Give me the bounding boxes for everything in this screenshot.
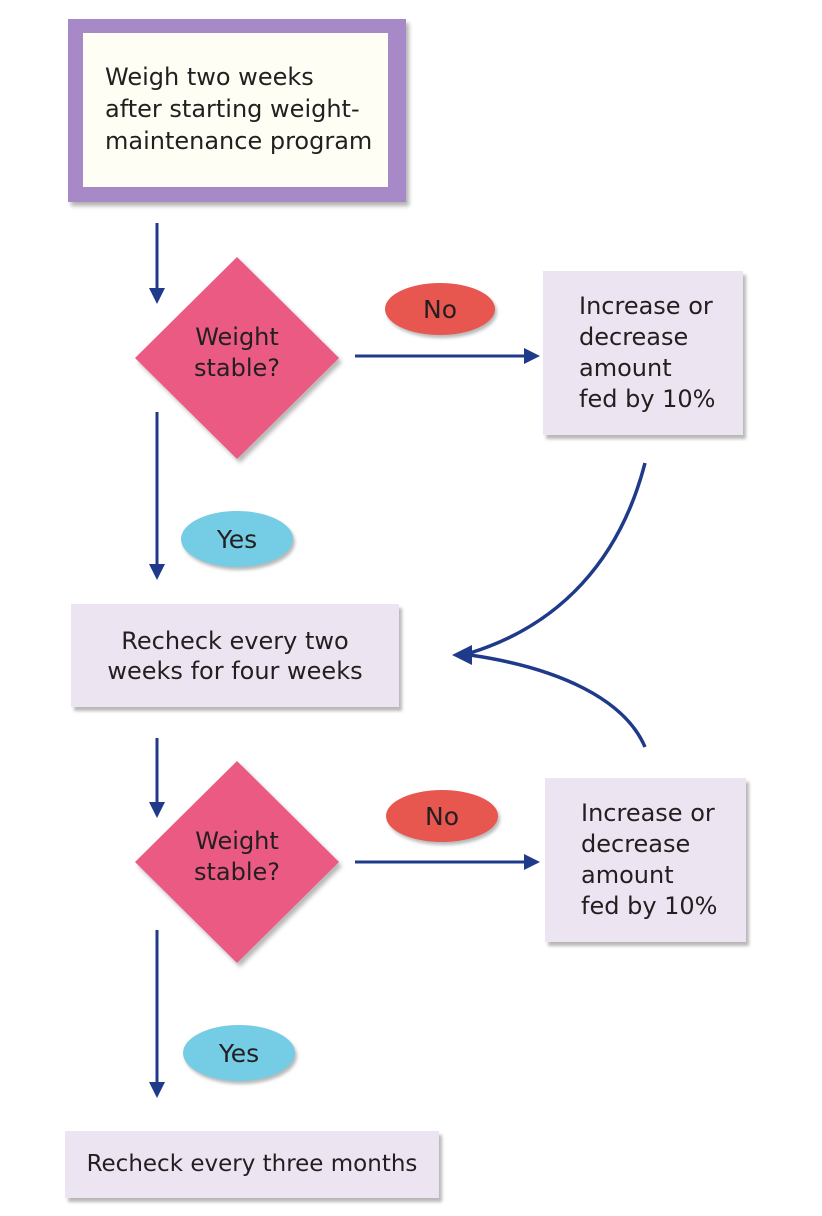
yes-pill-2-label: Yes [218,1038,260,1068]
start-box-inner: Weigh two weeks after starting weight- m… [83,33,388,187]
no-pill-2: No [386,790,498,842]
recheck-two-weeks-box: Recheck every two weeks for four weeks [71,604,399,707]
adjust-box-2: Increase or decrease amount fed by 10% [545,778,746,942]
adjust-box-1-label: Increase or decrease amount fed by 10% [579,291,716,414]
decision1-label: Weight stable? [193,323,281,383]
no-pill-1-label: No [423,294,457,324]
recheck-three-months-label: Recheck every three months [86,1151,418,1178]
arrow-return-head [452,645,472,665]
recheck-two-weeks-label: Recheck every two weeks for four weeks [107,626,363,685]
arrow-adjust2-return [469,653,647,748]
adjust-box-2-label: Increase or decrease amount fed by 10% [581,798,718,921]
start-box-label: Weigh two weeks after starting weight- m… [105,63,373,155]
yes-pill-2: Yes [183,1025,295,1081]
decision2-label: Weight stable? [193,827,281,887]
start-box: Weigh two weeks after starting weight- m… [68,19,406,202]
decision2-diamond [135,761,339,963]
no-pill-2-label: No [425,801,459,831]
yes-pill-1-label: Yes [216,524,258,554]
recheck-three-months-box: Recheck every three months [65,1131,439,1198]
arrow-adjust1-return [469,462,647,655]
decision1-diamond [135,257,339,459]
adjust-box-1: Increase or decrease amount fed by 10% [543,271,743,435]
no-pill-1: No [385,283,495,335]
yes-pill-1: Yes [181,511,293,567]
